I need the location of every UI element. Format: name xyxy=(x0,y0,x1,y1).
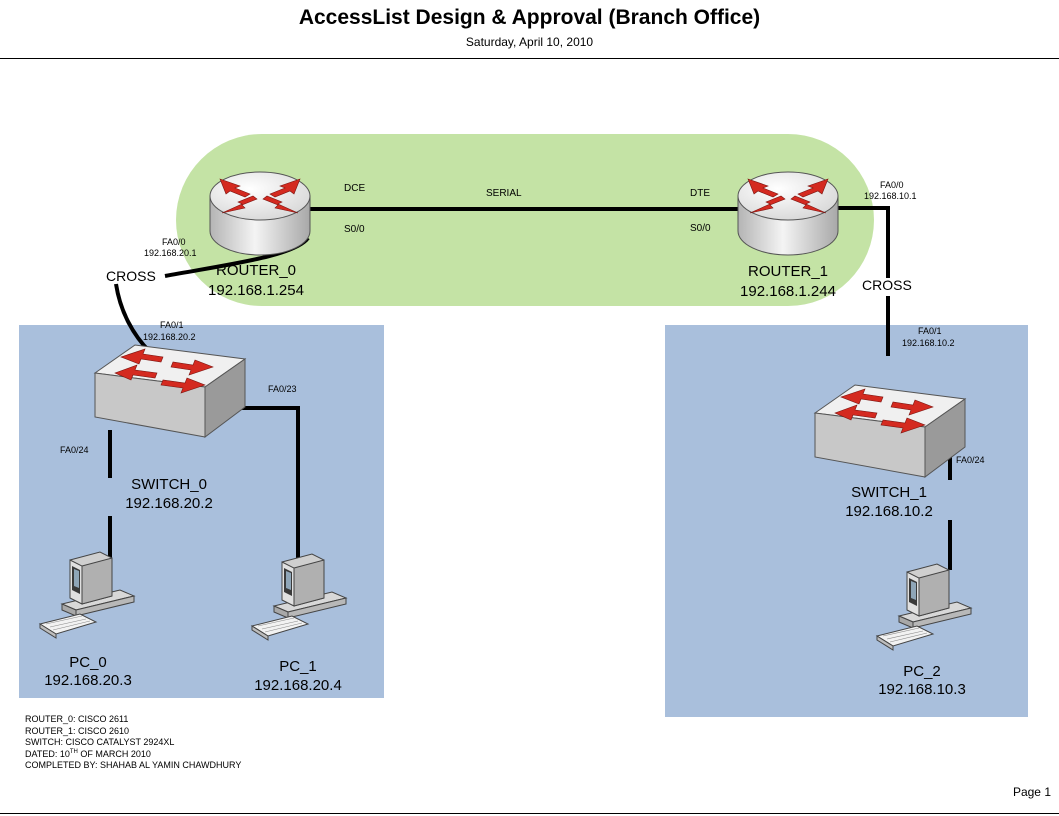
router-0-name: ROUTER_0 xyxy=(215,262,297,279)
notes-line: SWITCH: CISCO CATALYST 2924XL xyxy=(25,737,175,747)
lan-zone-branch-1 xyxy=(665,325,1028,717)
pc-1-ip: 192.168.20.4 xyxy=(254,677,342,694)
router-1-fa-port: FA0/0 xyxy=(880,180,904,190)
notes-line: DATED: 10TH OF MARCH 2010 xyxy=(25,749,241,761)
cross-label-right: CROSS xyxy=(862,277,912,293)
switch-1-port-fa0-24: FA0/24 xyxy=(956,455,985,465)
pc-0-ip: 192.168.20.3 xyxy=(44,672,132,689)
router-1-fa-ip: 192.168.10.1 xyxy=(864,191,917,201)
pc-0-name: PC_0 xyxy=(69,654,107,671)
notes-date-rest: OF MARCH 2010 xyxy=(77,748,151,759)
router-1-serial-port: S0/0 xyxy=(690,223,711,234)
notes-line: ROUTER_1: CISCO 2610 xyxy=(25,725,130,736)
switch-1-ip: 192.168.10.2 xyxy=(845,503,933,520)
router-0-ip: 192.168.1.254 xyxy=(208,282,304,299)
cross-link-r1-upper xyxy=(834,206,890,278)
footer-rule xyxy=(0,813,1059,814)
router-0-serial-port: S0/0 xyxy=(344,224,365,235)
switch-0-uplink-ip: 192.168.20.2 xyxy=(143,332,196,342)
header-rule xyxy=(0,58,1059,59)
switch-1-name: SWITCH_1 xyxy=(851,484,927,501)
switch-0-uplink-port: FA0/1 xyxy=(160,320,184,330)
page-title: AccessList Design & Approval (Branch Off… xyxy=(298,6,761,29)
page-subtitle: Saturday, April 10, 2010 xyxy=(465,35,594,49)
router-1-name: ROUTER_1 xyxy=(747,263,829,280)
switch-0-ip: 192.168.20.2 xyxy=(125,495,213,512)
pc-1-name: PC_1 xyxy=(279,658,317,675)
notes-line: COMPLETED BY: SHAHAB AL YAMIN CHAWDHURY xyxy=(25,760,242,770)
notes-line: ROUTER_0: CISCO 2611 xyxy=(25,714,129,724)
switch-1-uplink-port: FA0/1 xyxy=(918,326,942,336)
switch-0-port-fa0-24: FA0/24 xyxy=(60,445,89,455)
device-notes: ROUTER_0: CISCO 2611 ROUTER_1: CISCO 261… xyxy=(25,714,241,772)
serial-dce-label: DCE xyxy=(344,183,366,194)
page-number: Page 1 xyxy=(1012,785,1051,799)
switch-1-uplink-ip: 192.168.10.2 xyxy=(902,338,955,348)
switch-0-name: SWITCH_0 xyxy=(131,476,207,493)
notes-date-suffix: TH xyxy=(69,748,78,755)
serial-dte-label: DTE xyxy=(690,188,710,199)
router-1-icon xyxy=(737,171,839,256)
switch-0-port-fa0-23: FA0/23 xyxy=(268,384,297,394)
router-0-fa-ip: 192.168.20.1 xyxy=(144,248,197,258)
serial-link-label: SERIAL xyxy=(486,188,522,199)
router-0-fa-port: FA0/0 xyxy=(162,237,186,247)
router-1-ip: 192.168.1.244 xyxy=(740,283,836,300)
pc-2-ip: 192.168.10.3 xyxy=(878,681,966,698)
router-0-icon xyxy=(209,171,311,256)
notes-date-prefix: DATED: 10 xyxy=(25,748,70,759)
cross-label-left: CROSS xyxy=(106,268,156,284)
wan-zone xyxy=(176,134,874,306)
pc-2-name: PC_2 xyxy=(903,663,941,680)
sw0-pc1-link xyxy=(240,406,300,562)
